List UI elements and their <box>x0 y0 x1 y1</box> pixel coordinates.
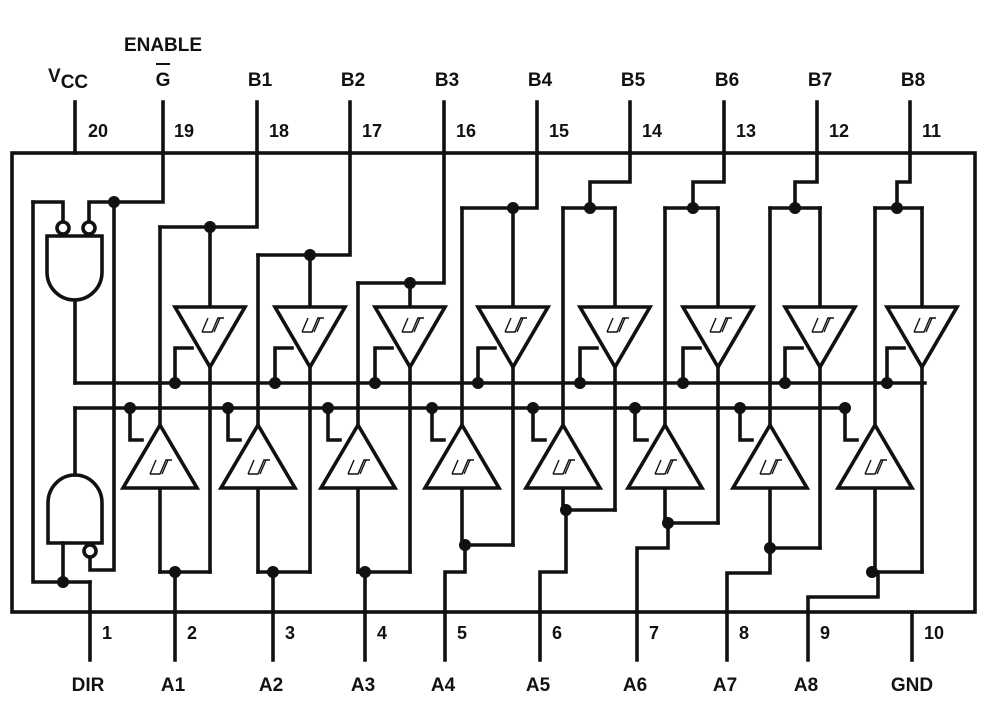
pin-number: 5 <box>457 623 467 643</box>
pin-label-a2: A2 <box>259 675 283 696</box>
pin-label-b7: B7 <box>808 70 832 91</box>
inverter-bubble <box>81 220 97 236</box>
enable-title: ENABLE <box>124 35 202 56</box>
schmitt-buffer-b-to-a <box>679 305 757 371</box>
pin-label-a8: A8 <box>794 675 818 696</box>
schmitt-buffer-a-to-b <box>729 421 811 490</box>
pin-label-a1: A1 <box>161 675 186 696</box>
schmitt-buffer-b-to-a <box>371 305 449 371</box>
inverter-bubble <box>82 543 98 559</box>
schmitt-buffer-b-to-a <box>781 305 859 371</box>
pin-number: 16 <box>456 121 476 141</box>
pin-label-dir: DIR <box>72 675 105 696</box>
transceiver-channel-1 <box>119 100 259 662</box>
transceiver-channel-2 <box>217 100 352 662</box>
schmitt-buffer-a-to-b <box>421 421 503 490</box>
schmitt-buffer-a-to-b <box>119 421 201 490</box>
schmitt-buffer-a-to-b <box>624 421 706 490</box>
schmitt-buffer-b-to-a <box>576 305 654 371</box>
transceiver-channel-6 <box>624 100 757 662</box>
pin-label-b8: B8 <box>901 70 925 91</box>
pin-label-b2: B2 <box>341 70 365 91</box>
pin-label-a3: A3 <box>351 675 375 696</box>
schmitt-buffer-a-to-b <box>317 421 399 490</box>
and-gate-bottom <box>46 473 104 545</box>
pin-number: 9 <box>820 623 830 643</box>
schmitt-buffer-a-to-b <box>522 421 604 490</box>
pin-number: 7 <box>649 623 659 643</box>
schmitt-buffer-b-to-a <box>171 305 249 371</box>
pin-number: 18 <box>269 121 289 141</box>
pin-label-a6: A6 <box>623 675 647 696</box>
transceiver-channel-7 <box>725 100 859 662</box>
pin-label-gnd: GND <box>891 675 933 696</box>
enable-pin-number: 19 <box>174 121 194 141</box>
pin-label-b6: B6 <box>715 70 739 91</box>
schmitt-buffer-b-to-a <box>474 305 552 371</box>
transceiver-channel-3 <box>317 100 449 662</box>
pin-number: 4 <box>377 623 387 643</box>
schmitt-buffer-a-to-b <box>217 421 299 490</box>
pin-number: 14 <box>642 121 662 141</box>
pin-label-a5: A5 <box>526 675 551 696</box>
pin-label-a4: A4 <box>431 675 456 696</box>
pin-number: 10 <box>924 623 944 643</box>
schmitt-buffer-a-to-b <box>834 421 916 490</box>
pin-label-b5: B5 <box>621 70 646 91</box>
schmitt-buffer-b-to-a <box>883 305 961 371</box>
pin-number: 3 <box>285 623 295 643</box>
pin-label-b1: B1 <box>248 70 273 91</box>
inverter-bubble <box>55 220 71 236</box>
transceiver-channel-8 <box>806 100 961 662</box>
pin-number: 12 <box>829 121 849 141</box>
pin-number: 1 <box>102 623 112 643</box>
schmitt-buffer-b-to-a <box>271 305 349 371</box>
transceiver-channel-4 <box>421 100 552 662</box>
pin-number: 13 <box>736 121 756 141</box>
pin-label-a7: A7 <box>713 675 737 696</box>
pin-number: 17 <box>362 121 382 141</box>
pin-number: 15 <box>549 121 569 141</box>
and-gate-top <box>45 234 104 302</box>
transceiver-channel-5 <box>522 100 654 662</box>
pin-number: 6 <box>552 623 562 643</box>
vcc-pin-number: 20 <box>88 121 108 141</box>
enable-pin-label: G <box>156 70 171 91</box>
vcc-pin-label: VCC <box>48 66 88 93</box>
pin-number: 11 <box>922 121 941 141</box>
pin-number: 8 <box>739 623 749 643</box>
pin-label-b4: B4 <box>528 70 553 91</box>
pin-number: 2 <box>187 623 197 643</box>
package-outline <box>10 151 977 614</box>
direction-control-logic <box>31 100 927 662</box>
pin-label-b3: B3 <box>435 70 459 91</box>
